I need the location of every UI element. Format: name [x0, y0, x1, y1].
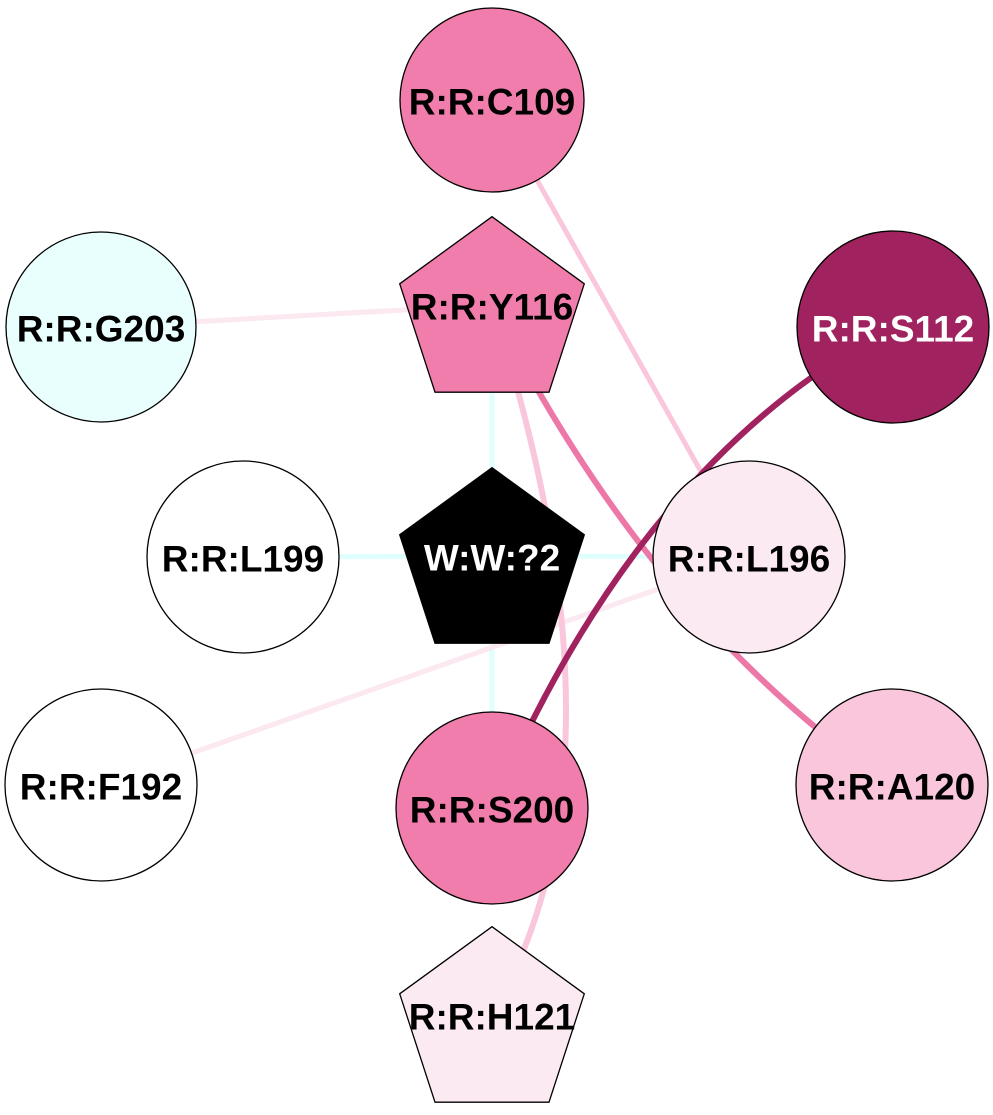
- node-label-f192: R:R:F192: [20, 767, 182, 808]
- node-label-g203: R:R:G203: [17, 309, 186, 350]
- node-circle-a120[interactable]: [795, 688, 989, 882]
- node-s112[interactable]: R:R:S112: [796, 230, 990, 424]
- node-circle-l199[interactable]: [146, 460, 340, 654]
- node-circle-f192[interactable]: [4, 688, 198, 882]
- node-f192[interactable]: R:R:F192: [4, 688, 198, 882]
- node-g203[interactable]: R:R:G203: [5, 231, 197, 423]
- node-pentagon-y116[interactable]: [398, 215, 586, 393]
- node-label-s112: R:R:S112: [812, 309, 974, 350]
- node-label-l199: R:R:L199: [162, 539, 324, 580]
- node-label-a120: R:R:A120: [809, 767, 976, 808]
- node-circle-g203[interactable]: [5, 231, 197, 423]
- node-label-y116: R:R:Y116: [411, 287, 573, 328]
- node-label-s200: R:R:S200: [410, 790, 575, 831]
- node-pentagon-w2[interactable]: [398, 466, 586, 644]
- node-circle-c109[interactable]: [399, 7, 585, 193]
- node-circle-s112[interactable]: [796, 230, 990, 424]
- node-y116[interactable]: R:R:Y116: [398, 215, 586, 393]
- node-label-l196: R:R:L196: [668, 539, 830, 580]
- node-l196[interactable]: R:R:L196: [652, 460, 846, 654]
- node-circle-l196[interactable]: [652, 460, 846, 654]
- node-pentagon-h121[interactable]: [398, 925, 586, 1103]
- edge-f192-l196: [100, 554, 750, 788]
- node-circle-s200[interactable]: [395, 711, 589, 905]
- node-label-c109: R:R:C109: [409, 82, 576, 123]
- node-label-h121: R:R:H121: [409, 997, 576, 1038]
- edge-y116-h121: [489, 304, 569, 1017]
- node-s200[interactable]: R:R:S200: [395, 711, 589, 905]
- node-h121[interactable]: R:R:H121: [398, 925, 586, 1103]
- node-w2[interactable]: W:W:?2: [398, 466, 586, 644]
- node-l199[interactable]: R:R:L199: [146, 460, 340, 654]
- node-label-w2: W:W:?2: [424, 538, 560, 579]
- node-c109[interactable]: R:R:C109: [399, 7, 585, 193]
- node-a120[interactable]: R:R:A120: [795, 688, 989, 882]
